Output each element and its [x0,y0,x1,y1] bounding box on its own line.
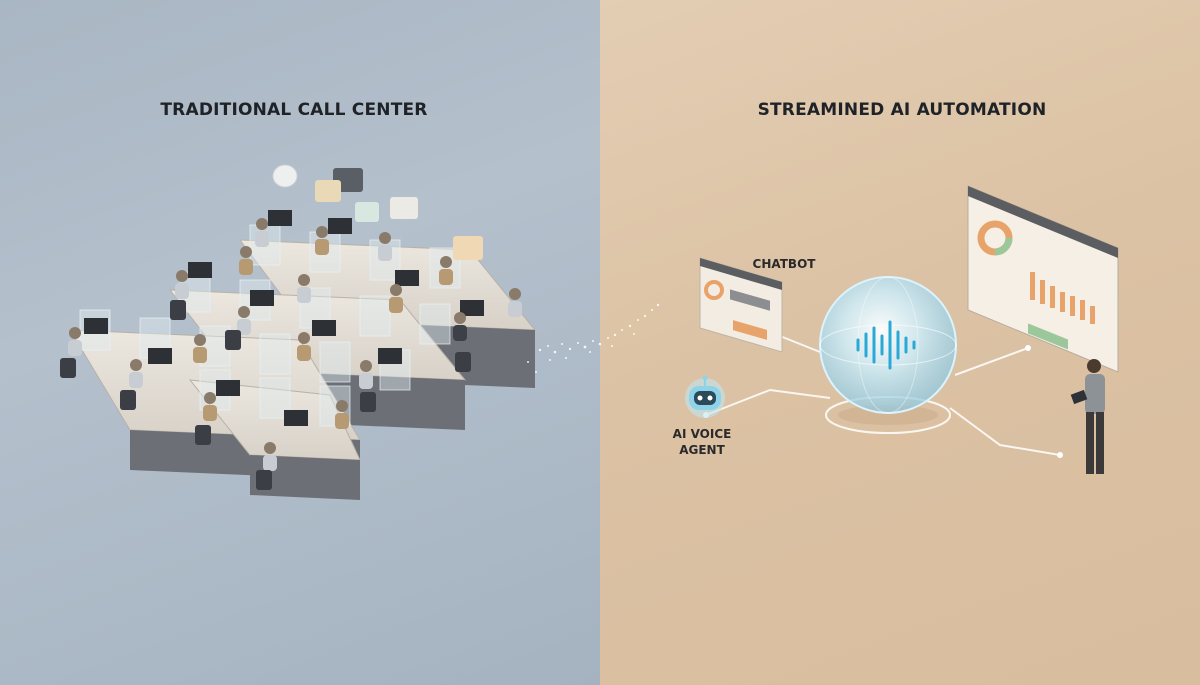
soundwave-icon [856,320,916,370]
donut-chart-icon [977,220,1013,256]
desk-row-4 [188,379,361,500]
voice-agent-label-line2: AGENT [679,443,725,457]
particle-stream [527,303,660,373]
chatbot-panel [699,257,783,353]
robot-icon [685,375,725,418]
voice-agent-label-line1: AI VOICE [672,427,732,441]
monitors [84,210,484,426]
ai-globe [819,276,957,425]
bar-chart-icon [1030,272,1095,324]
dashboard-panel [967,185,1119,373]
chairs [60,300,471,490]
voice-agent-label: AI VOICE AGENT [662,426,742,458]
agents [68,218,522,471]
chatbot-label: CHATBOT [752,257,816,271]
right-panel-title: STREAMINED AI AUTOMATION [757,100,1047,120]
left-panel-title: TRADITIONAL CALL CENTER [160,100,428,120]
person-with-tablet [1070,359,1105,474]
speech-bubble-icon [272,164,483,260]
